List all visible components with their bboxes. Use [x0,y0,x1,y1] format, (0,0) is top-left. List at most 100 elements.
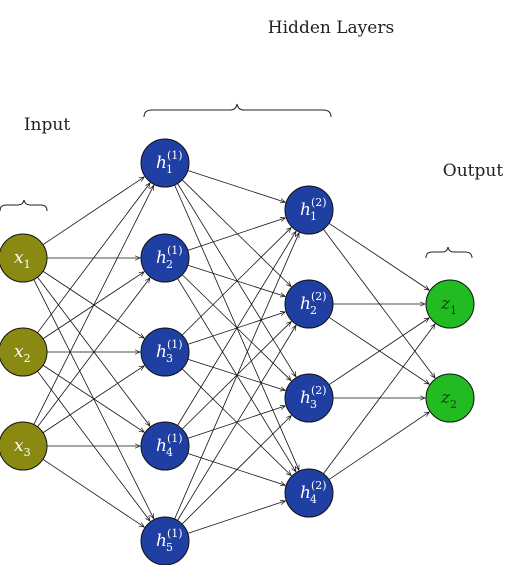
hidden2-node-label: h(2)1 [300,196,327,223]
output-node-circle [425,373,475,423]
node-symbol: z [440,294,451,314]
edge-input-3-to-hidden1-5 [42,459,144,527]
node-superscript: (1) [167,338,183,351]
node-input-3: x3 [0,421,48,471]
node-hidden2-2: h(2)2 [284,279,334,329]
output-node-label: z1 [440,294,457,317]
node-superscript: (1) [167,244,183,257]
input-node-circle [0,421,48,471]
node-subscript: 4 [310,493,317,506]
edge-hidden1-5-to-hidden2-2 [177,325,296,521]
node-symbol: x [14,436,24,456]
hidden2-node-label: h(2)4 [300,479,327,506]
node-hidden2-4: h(2)4 [284,468,334,518]
input-node-circle [0,233,48,283]
hidden1-node-label: h(1)3 [156,338,183,365]
node-symbol: h [156,436,167,456]
edge-hidden1-4-to-hidden2-4 [187,453,285,485]
hidden1-node-label: h(1)1 [156,149,183,176]
neurons: x1x2x3h(1)1h(1)2h(1)3h(1)4h(1)5h(2)1h(2)… [0,138,475,565]
node-hidden1-4: h(1)4 [140,421,190,471]
edge-input-3-to-hidden1-2 [37,278,149,428]
edge-hidden1-4-to-hidden2-3 [187,406,286,439]
edge-hidden2-2-to-output-2 [328,316,429,384]
edge-hidden1-2-to-hidden2-3 [181,274,291,381]
node-hidden1-2: h(1)2 [140,233,190,283]
input-node-label: x1 [14,248,31,271]
node-symbol: h [156,531,167,551]
edge-hidden2-1-to-output-1 [328,222,429,290]
input-node-circle [0,327,48,377]
edge-hidden2-4-to-output-2 [328,412,429,480]
edge-input-1-to-hidden1-1 [42,177,144,245]
hidden2-node-circle [284,185,334,235]
edge-hidden1-5-to-hidden2-4 [187,501,286,534]
node-symbol: h [300,483,311,503]
node-subscript: 3 [24,446,31,459]
input-node-label: x2 [14,342,31,365]
output-node-label: z2 [440,388,457,411]
node-subscript: 1 [166,163,173,176]
node-hidden1-3: h(1)3 [140,327,190,377]
node-symbol: z [440,388,451,408]
node-hidden2-3: h(2)3 [284,373,334,423]
node-symbol: h [300,294,311,314]
hidden1-node-label: h(1)2 [156,244,183,271]
node-input-2: x2 [0,327,48,377]
node-subscript: 3 [310,398,317,411]
node-subscript: 1 [310,210,317,223]
node-superscript: (2) [311,290,327,303]
node-subscript: 2 [450,398,457,411]
node-superscript: (1) [167,149,183,162]
node-subscript: 1 [450,304,457,317]
input-label: Input [24,115,70,135]
node-output-2: z2 [425,373,475,423]
node-hidden2-1: h(2)1 [284,185,334,235]
node-symbol: x [14,342,24,362]
hidden2-node-circle [284,373,334,423]
node-subscript: 2 [166,258,173,271]
node-subscript: 4 [166,446,173,459]
node-superscript: (2) [311,196,327,209]
edge-input-3-to-hidden1-3 [42,366,144,434]
hidden1-node-label: h(1)5 [156,527,183,554]
node-symbol: x [14,248,24,268]
node-symbol: h [156,153,167,173]
node-subscript: 3 [166,352,173,365]
node-superscript: (2) [311,479,327,492]
input-brace [0,199,48,212]
node-symbol: h [300,388,311,408]
hidden2-node-label: h(2)3 [300,384,327,411]
edge-hidden1-2-to-hidden2-2 [187,264,285,296]
edge-hidden1-5-to-hidden2-3 [181,416,291,525]
hidden-layers-brace [143,103,332,118]
node-superscript: (1) [167,527,183,540]
node-subscript: 5 [166,541,173,554]
hidden2-node-circle [284,279,334,329]
hidden1-node-circle [140,138,190,188]
node-input-1: x1 [0,233,48,283]
output-brace [425,246,473,259]
node-superscript: (2) [311,384,327,397]
hidden-layers-label: Hidden Layers [268,18,394,38]
edge-hidden1-3-to-hidden2-3 [187,358,285,390]
node-symbol: h [156,248,167,268]
node-subscript: 2 [24,352,31,365]
hidden1-node-circle [140,421,190,471]
hidden2-node-label: h(2)2 [300,290,327,317]
node-symbol: h [156,342,167,362]
node-hidden1-5: h(1)5 [140,516,190,565]
hidden2-node-circle [284,468,334,518]
edge-input-3-to-hidden1-1 [33,185,154,425]
edge-hidden1-5-to-hidden2-1 [174,233,299,520]
edge-hidden2-3-to-output-1 [328,318,429,386]
edge-hidden1-2-to-hidden2-1 [187,218,286,251]
edge-hidden2-4-to-output-1 [323,324,435,475]
input-node-label: x3 [14,436,31,459]
node-output-1: z1 [425,279,475,329]
hidden1-node-circle [140,327,190,377]
hidden1-node-label: h(1)4 [156,432,183,459]
edge-hidden1-1-to-hidden2-2 [181,179,291,287]
node-symbol: h [300,200,311,220]
